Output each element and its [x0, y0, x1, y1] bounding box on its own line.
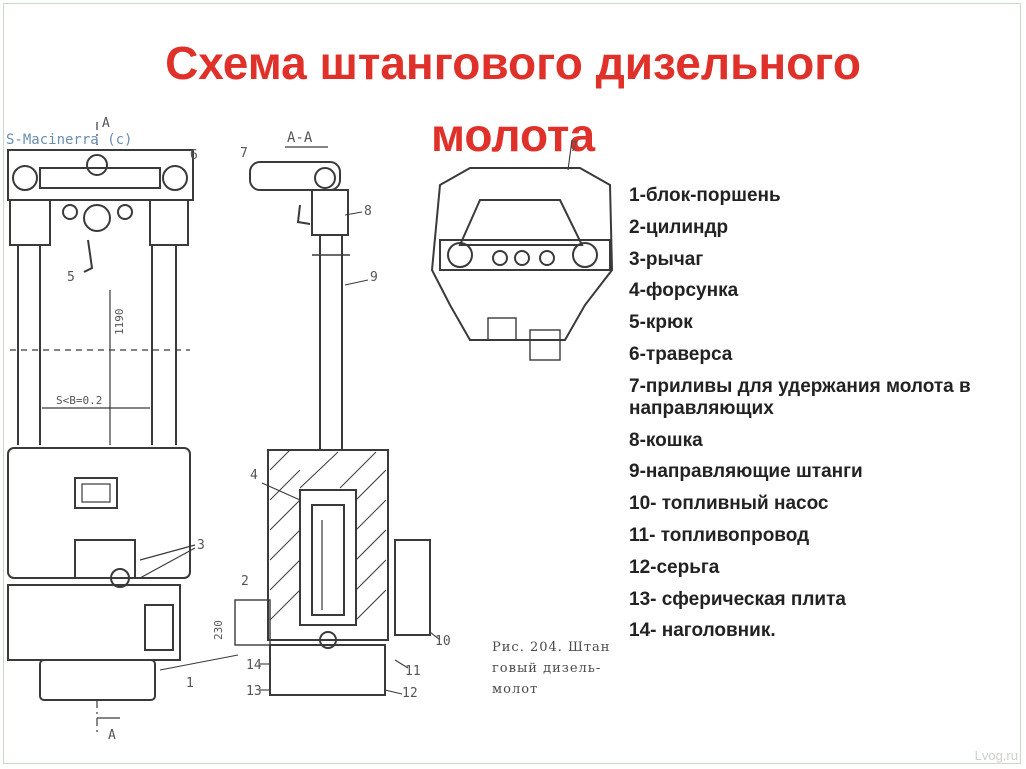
legend-item: 8-кошка: [629, 429, 703, 451]
front-small-pulley-left: [62, 204, 78, 220]
dim-vertical-label: 1190: [113, 308, 126, 336]
front-window-inner: [81, 483, 111, 503]
front-roller-left: [12, 165, 38, 191]
front-lever-housing: [74, 539, 136, 579]
callout-7-section: 7: [240, 146, 248, 161]
callout-11: 11: [405, 664, 421, 679]
drawing-stamp: S-Macinerra (c): [6, 132, 133, 148]
callout-10: 10: [435, 634, 451, 649]
front-hook: [83, 239, 94, 273]
section-hook: [296, 204, 311, 225]
callout-2: 2: [241, 574, 249, 589]
top-view-bar: [439, 239, 611, 271]
top-roller-left: [447, 242, 473, 268]
section-hatching: [269, 449, 387, 621]
callout-12: 12: [402, 686, 418, 701]
parts-legend: 1-блок-поршень 2-цилиндр 3-рычаг 4-форсу…: [629, 185, 1021, 652]
slide-frame: [3, 3, 1021, 764]
legend-item: 10- топливный насос: [629, 493, 829, 515]
top-roller-right: [572, 242, 598, 268]
legend-item: 4-форсунка: [629, 280, 739, 302]
section-letter-top: A: [102, 116, 110, 131]
section-cylinder-outline: [267, 449, 389, 641]
section-piston: [311, 504, 345, 616]
section-fuel-pump: [394, 539, 431, 636]
front-bracket-left: [9, 199, 51, 246]
callout-1: 1: [186, 676, 194, 691]
section-view: [139, 146, 441, 696]
top-view-outline: [430, 167, 614, 341]
front-top-pin: [86, 154, 108, 176]
front-bracket-right: [149, 199, 189, 246]
front-roller-right: [162, 165, 188, 191]
top-leader-7: [567, 139, 573, 171]
front-cat-pulley: [83, 204, 111, 232]
legend-item: 2-цилиндр: [629, 216, 729, 238]
dim-height-label: 230: [212, 620, 225, 640]
legend-item: 14- наголовник.: [629, 620, 776, 642]
front-traverse: [7, 149, 194, 201]
top-fitting: [529, 329, 561, 361]
front-view: [7, 122, 196, 735]
callout-14: 14: [246, 658, 262, 673]
section-cylinder-bore: [299, 489, 357, 626]
leader-lines: [139, 211, 441, 695]
callout-13: 13: [246, 684, 262, 699]
caption-line-3: молот: [492, 682, 539, 697]
front-lever-arm: [139, 544, 196, 561]
front-lower-block: [7, 584, 181, 661]
legend-item: 12-серьга: [629, 556, 720, 578]
front-small-pulley-right: [117, 204, 133, 220]
caption-line-2: говый дизель-: [492, 661, 602, 676]
callout-4: 4: [250, 468, 258, 483]
top-view-window: [458, 199, 584, 246]
front-traverse-inner: [39, 167, 161, 189]
section-side-box: [234, 599, 271, 646]
legend-item: 7-приливы для удержания молота в направл…: [629, 375, 971, 419]
top-view: [430, 139, 614, 361]
watermark: Lvog.ru: [974, 748, 1018, 763]
legend-item: 13- сферическая плита: [629, 588, 846, 610]
caption-line-1: Рис. 204. Штан: [492, 640, 611, 655]
callout-6: 6: [190, 148, 198, 163]
figure-caption: Рис. 204. Штан говый дизель- молот: [492, 637, 642, 700]
front-pump-box: [144, 604, 174, 651]
top-pulley-1: [492, 250, 508, 266]
legend-item: 3-рычаг: [629, 248, 704, 270]
legend-item: 6-траверса: [629, 343, 733, 365]
section-traverse-pin: [314, 167, 336, 189]
top-pulley-2: [514, 250, 530, 266]
front-lever-pin: [110, 568, 130, 588]
section-letter-bottom: A: [108, 728, 116, 743]
slide-title-line2: молота: [430, 109, 596, 161]
callout-9: 9: [370, 270, 378, 285]
legend-item: 1-блок-поршень: [629, 185, 781, 206]
section-traverse-arm: [249, 161, 341, 191]
section-cat: [311, 189, 349, 236]
front-cylinder-block: [7, 447, 191, 579]
top-pump-block: [487, 317, 517, 341]
callout-3: 3: [197, 538, 205, 553]
section-spherical-plate: [319, 631, 337, 649]
front-anvil: [39, 659, 156, 701]
slide-title-line1: Схема штангового дизельного: [165, 37, 861, 89]
callout-5: 5: [67, 270, 75, 285]
legend-item: 9-направляющие штанги: [629, 461, 863, 483]
top-pulley-3: [539, 250, 555, 266]
callout-8: 8: [364, 204, 372, 219]
legend-item: 5-крюк: [629, 312, 693, 334]
section-anvil: [269, 644, 386, 696]
section-label: А-А: [287, 130, 313, 146]
dim-horizontal-label: S<B=0.2: [56, 394, 103, 407]
front-window: [74, 477, 118, 509]
callout-7-top: 7: [570, 140, 578, 155]
legend-item: 11- топливопровод: [629, 524, 810, 546]
